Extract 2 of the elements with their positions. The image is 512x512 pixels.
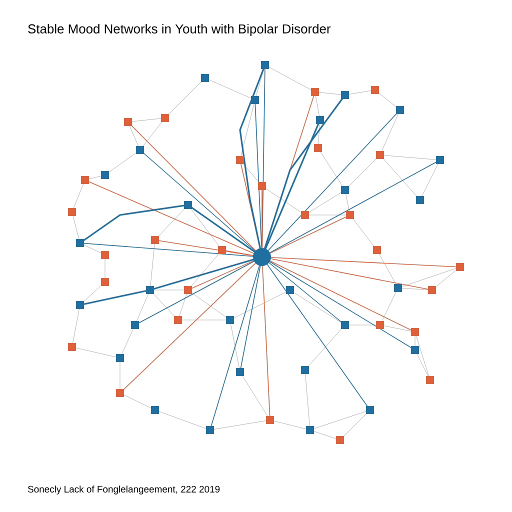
title: Stable Mood Networks in Youth with Bipolar Disorder xyxy=(28,24,331,36)
caption: Sonecly Lack of Fonglelangeement, 222 2019 xyxy=(28,486,220,494)
